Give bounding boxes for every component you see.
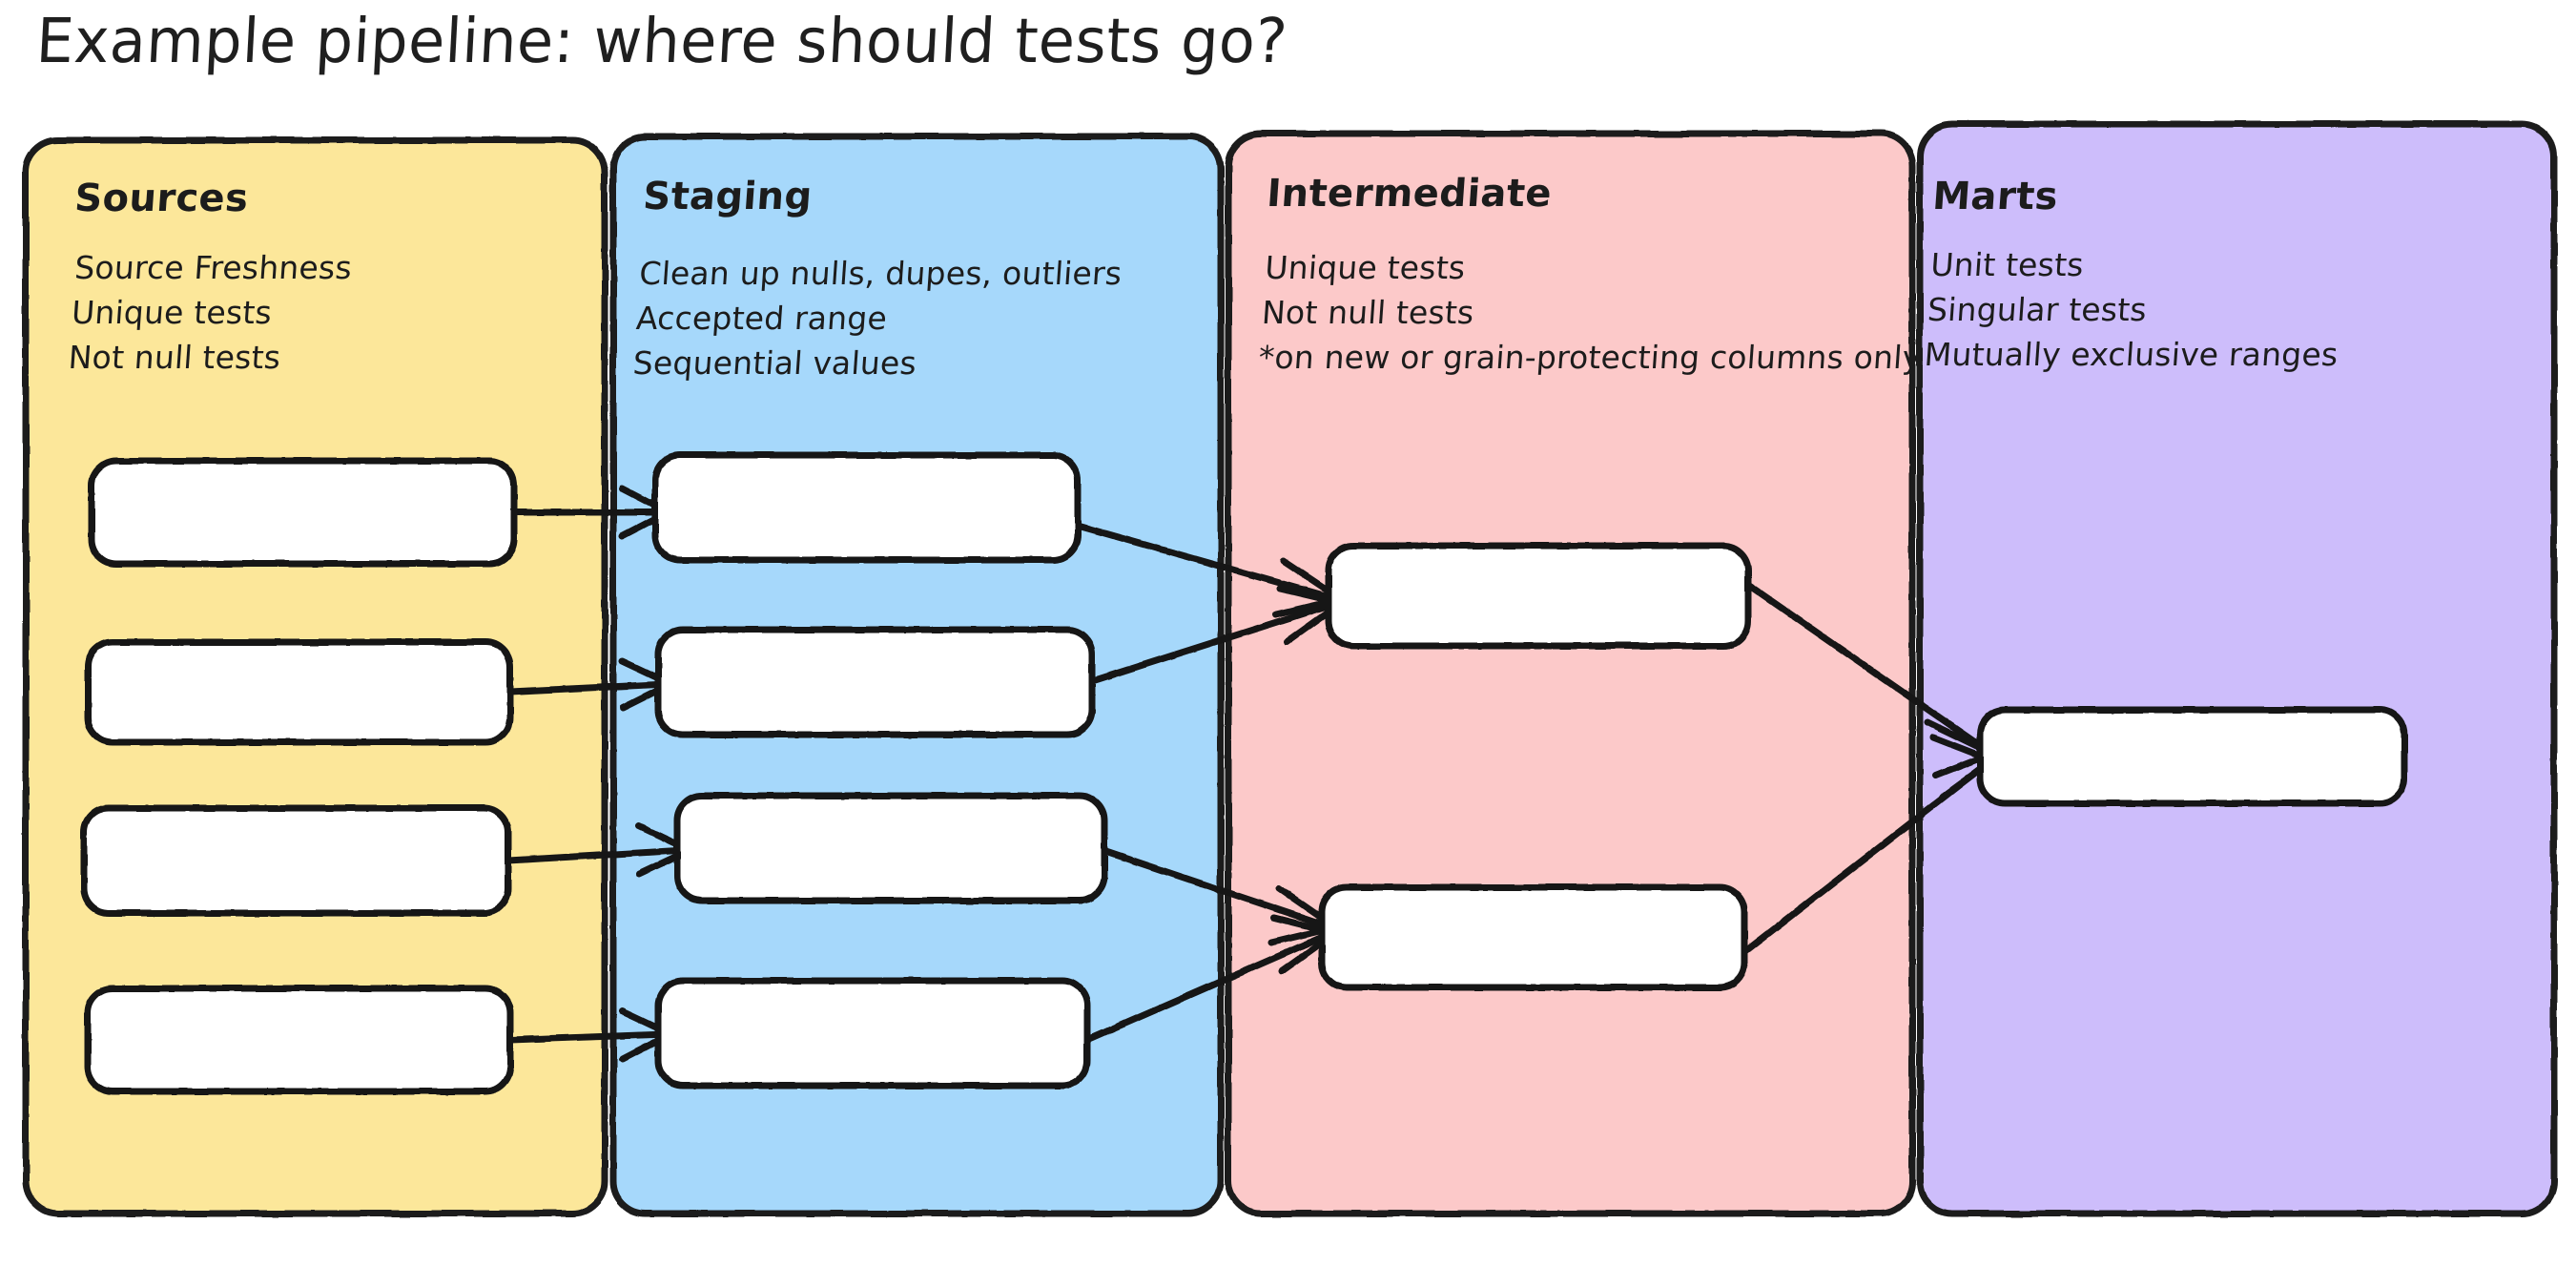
node-stg-4[interactable] xyxy=(654,977,1091,1090)
node-int-2[interactable] xyxy=(1318,883,1748,991)
node-src-2[interactable] xyxy=(84,638,514,746)
lane-title-staging: Staging xyxy=(641,175,814,218)
lane-notes-staging: Clean up nulls, dupes, outliers Accepted… xyxy=(631,255,1123,382)
lane-notes-marts: Unit tests Singular tests Mutually exclu… xyxy=(1923,246,2339,373)
node-stg-1[interactable] xyxy=(651,451,1082,564)
page-title: Example pipeline: where should tests go? xyxy=(34,4,1289,77)
lane-panel-marts[interactable] xyxy=(1916,120,2558,1217)
lane-title-marts: Marts xyxy=(1930,175,2060,218)
node-int-1[interactable] xyxy=(1325,542,1752,650)
node-mart-1[interactable] xyxy=(1976,706,2408,807)
node-src-1[interactable] xyxy=(88,457,518,568)
node-src-4[interactable] xyxy=(84,985,514,1095)
node-stg-3[interactable] xyxy=(673,792,1108,904)
lane-title-sources: Sources xyxy=(72,176,250,220)
nodes xyxy=(80,451,2408,1095)
lane-title-intermediate: Intermediate xyxy=(1265,172,1554,216)
node-stg-2[interactable] xyxy=(654,626,1096,738)
lane-notes-intermediate: Unique tests Not null tests *on new or g… xyxy=(1257,249,1923,376)
lane-notes-sources: Source Freshness Unique tests Not null t… xyxy=(67,249,354,376)
node-src-3[interactable] xyxy=(80,804,512,917)
